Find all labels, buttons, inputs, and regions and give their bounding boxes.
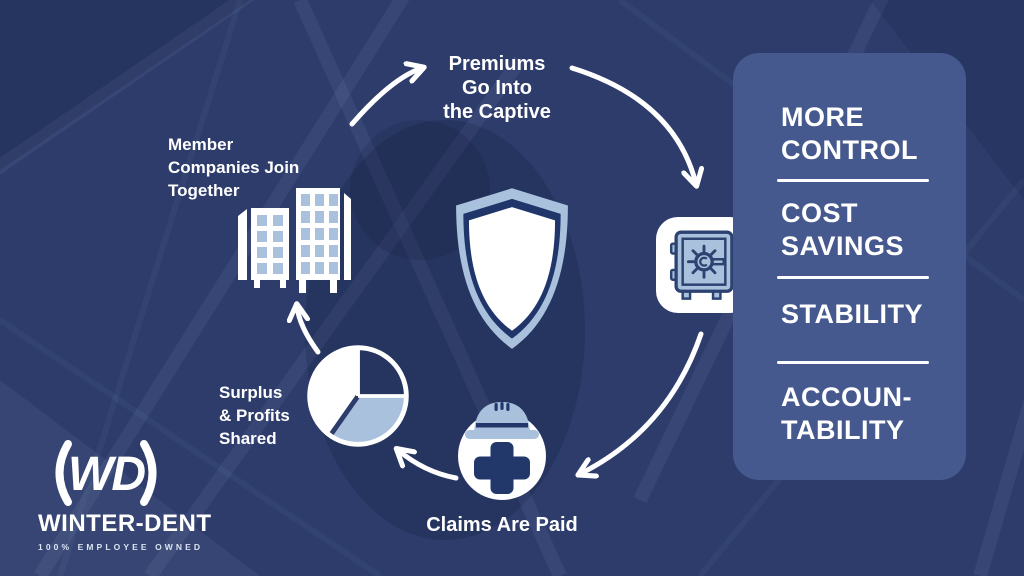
winter-dent-logo: WD WINTER-DENT 100% EMPLOYEE OWNED [38,438,212,552]
members-line-1: Member [168,135,234,154]
benefits-panel: MORE CONTROL COST SAVINGS STABILITY ACCO… [733,53,966,480]
logo-company-name: WINTER-DENT [38,510,212,537]
wd-logo-text: WD [68,448,145,501]
panel-divider [777,179,929,182]
arrow-vault-to-claims [580,331,704,474]
benefit-line: TABILITY [781,415,905,445]
benefit-line: ACCOUN- [781,382,912,412]
benefit-more-control: MORE CONTROL [781,101,951,167]
premiums-label: Premiums Go Into the Captive [397,52,597,124]
premiums-line-3: the Captive [443,101,551,123]
surplus-line-1: Surplus [219,383,283,402]
office-buildings-icon [238,188,351,293]
pie-chart-icon [307,345,409,447]
surplus-line-2: & Profits [219,406,290,425]
benefit-line: SAVINGS [781,231,905,261]
logo-tagline: 100% EMPLOYEE OWNED [38,542,204,552]
benefit-line: COST [781,198,859,228]
benefit-line: MORE [781,102,864,132]
members-line-3: Together [168,181,240,200]
wd-logo-mark: WD [55,440,157,506]
surplus-line-3: Shared [219,429,277,448]
benefit-line: STABILITY [781,299,923,329]
claims-paid-label: Claims Are Paid [426,514,578,536]
panel-divider [777,276,929,279]
benefit-line: CONTROL [781,135,918,165]
member-companies-label: Member Companies Join Together [168,133,358,202]
surplus-profits-label: Surplus & Profits Shared [219,381,349,450]
arrow-claims-to-surplus [398,450,459,481]
vault-safe-icon [669,230,734,300]
members-line-2: Companies Join [168,158,300,177]
panel-divider [777,361,929,364]
shield-icon [456,188,568,349]
premiums-line-2: Go Into [462,77,532,99]
premiums-line-1: Premiums [448,53,546,75]
hardhat-medical-cross-icon [458,402,546,500]
benefit-stability: STABILITY [781,298,951,331]
benefit-accountability: ACCOUN- TABILITY [781,381,951,447]
benefit-cost-savings: COST SAVINGS [781,197,951,263]
